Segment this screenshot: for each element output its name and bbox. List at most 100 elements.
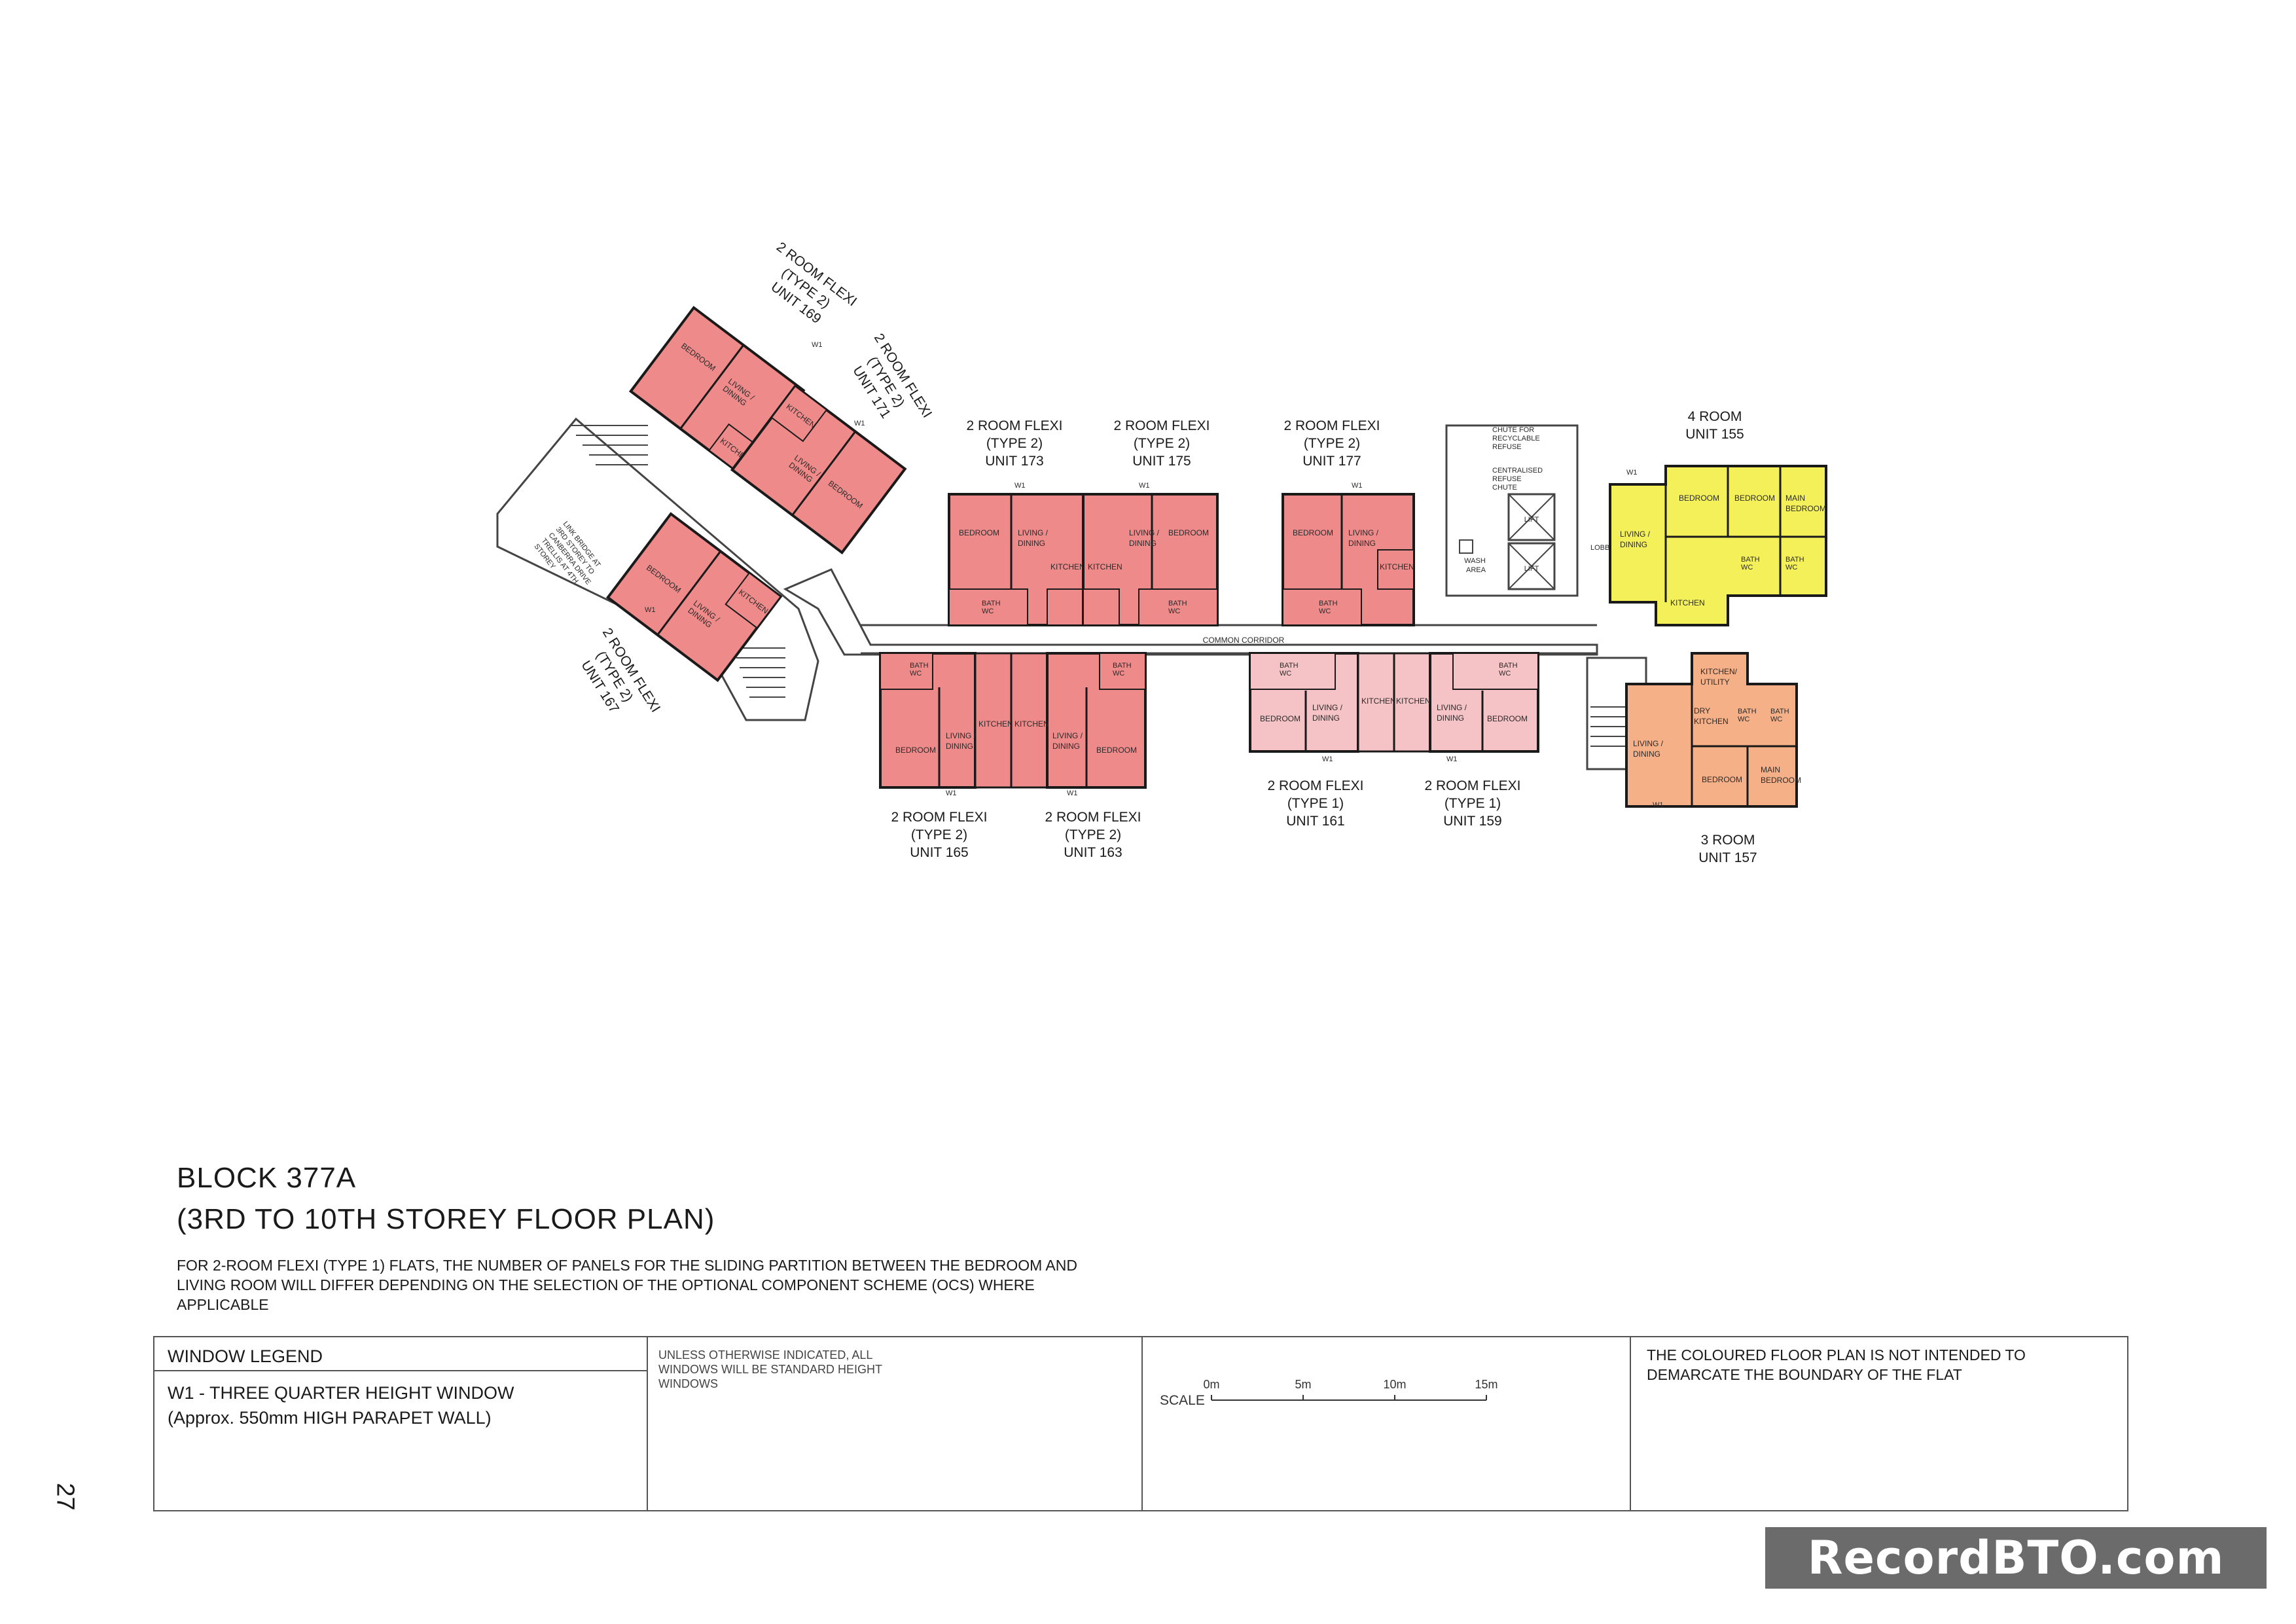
unit-163-label: 2 ROOM FLEXI(TYPE 2)UNIT 163 [1045, 810, 1141, 860]
svg-text:W1: W1 [1067, 789, 1078, 797]
stair-upper [569, 425, 648, 465]
scale-cell: SCALE 0m 5m 10m 15m [1143, 1337, 1631, 1510]
unit-159-label: 2 ROOM FLEXI(TYPE 1)UNIT 159 [1424, 778, 1520, 829]
plan-title: BLOCK 377A [177, 1162, 357, 1194]
unit-177-label: 2 ROOM FLEXI(TYPE 2)UNIT 177 [1283, 418, 1380, 469]
svg-text:BEDROOM: BEDROOM [1260, 714, 1300, 723]
svg-text:W1: W1 [946, 789, 957, 797]
watermark-logo: RecordBTO.com [1765, 1527, 2267, 1589]
svg-text:W1: W1 [1653, 801, 1664, 809]
disclaimer-cell: THE COLOURED FLOOR PLAN IS NOT INTENDED … [1631, 1337, 2126, 1510]
standard-windows-cell: UNLESS OTHERWISE INDICATED, ALL WINDOWS … [648, 1337, 1143, 1510]
svg-text:BEDROOM: BEDROOM [1168, 528, 1209, 537]
svg-text:BEDROOM: BEDROOM [1293, 528, 1333, 537]
unit-173-label: 2 ROOM FLEXI(TYPE 2)UNIT 173 [966, 418, 1062, 469]
svg-text:W1: W1 [1139, 482, 1150, 490]
svg-text:KITCHEN: KITCHEN [1380, 562, 1414, 571]
unit-161-label: 2 ROOM FLEXI(TYPE 1)UNIT 161 [1267, 778, 1363, 829]
lift-core: LIFT LIFT WASH AREA CHUTE FOR RECYCLABLE… [1445, 424, 1615, 597]
svg-text:LIVING /DINING: LIVING /DINING [1633, 739, 1664, 759]
svg-text:W1: W1 [1626, 469, 1638, 477]
svg-text:LIVING /DINING: LIVING /DINING [1312, 703, 1343, 723]
svg-text:KITCHEN/UTILITY: KITCHEN/UTILITY [1700, 667, 1738, 687]
svg-text:W1: W1 [812, 341, 823, 349]
svg-text:KITCHEN: KITCHEN [1050, 562, 1085, 571]
window-legend-cell: WINDOW LEGEND W1 - THREE QUARTER HEIGHT … [154, 1337, 648, 1510]
svg-text:LIVING /DINING: LIVING /DINING [1620, 530, 1651, 549]
lift-label-1: LIFT [1524, 516, 1539, 524]
centralised-chute-label: CENTRALISED REFUSE CHUTE [1492, 467, 1545, 492]
svg-text:KITCHEN: KITCHEN [1014, 719, 1049, 729]
chute-recyclable-label: CHUTE FOR RECYCLABLE REFUSE [1492, 426, 1542, 451]
svg-text:LIVING /DINING: LIVING /DINING [1348, 528, 1379, 548]
scale-tick-10: 10m [1383, 1378, 1406, 1391]
svg-text:W1: W1 [1446, 755, 1458, 763]
svg-text:BEDROOM: BEDROOM [1679, 494, 1719, 503]
scale-bar: SCALE 0m 5m 10m 15m [1160, 1378, 1498, 1408]
svg-text:BEDROOM: BEDROOM [1096, 746, 1137, 755]
scale-label: SCALE [1160, 1393, 1205, 1408]
svg-text:W1: W1 [854, 420, 865, 427]
svg-text:LIVING /DINING: LIVING /DINING [1052, 731, 1083, 751]
page-number: 27 [51, 1483, 79, 1511]
svg-text:BEDROOM: BEDROOM [1487, 714, 1528, 723]
window-tags: W1 W1 W1 W1 W1 W1 W1 W1 W1 W1 W1 W1 [645, 341, 1664, 809]
boundary-disclaimer: THE COLOURED FLOOR PLAN IS NOT INTENDED … [1647, 1346, 2026, 1383]
svg-text:KITCHEN: KITCHEN [1670, 598, 1705, 607]
common-corridor: COMMON CORRIDOR [783, 568, 1598, 656]
unit-171: KITCHEN LIVING /DINING BEDROOM [730, 384, 907, 554]
unit-167: BEDROOM LIVING /DINING KITCHEN [605, 512, 783, 682]
svg-text:W1: W1 [645, 606, 656, 614]
link-bridge-note: LINK BRIDGE AT 3RD STOREY TO CANBERRA DR… [533, 520, 608, 599]
w1-parapet-note: (Approx. 550mm HIGH PARAPET WALL) [168, 1408, 492, 1428]
w1-description: W1 - THREE QUARTER HEIGHT WINDOW [168, 1383, 514, 1403]
wash-area-label: WASH AREA [1464, 557, 1488, 574]
svg-text:BEDROOM: BEDROOM [1734, 494, 1775, 503]
svg-text:LIVING /DINING: LIVING /DINING [1437, 703, 1467, 723]
svg-text:W1: W1 [1322, 755, 1333, 763]
svg-text:BEDROOM: BEDROOM [1702, 775, 1742, 784]
plan-subtitle: (3RD TO 10TH STOREY FLOOR PLAN) [177, 1203, 715, 1235]
svg-text:BEDROOM: BEDROOM [895, 746, 936, 755]
legend-table: WINDOW LEGEND W1 - THREE QUARTER HEIGHT … [153, 1336, 2128, 1511]
scale-tick-5: 5m [1295, 1378, 1311, 1391]
svg-text:LIVING /DINING: LIVING /DINING [1129, 528, 1160, 548]
unit-175-label: 2 ROOM FLEXI(TYPE 2)UNIT 175 [1113, 418, 1210, 469]
unit-169-label: 2 ROOM FLEXI (TYPE 2) UNIT 169 [752, 240, 862, 340]
ocs-note: FOR 2-ROOM FLEXI (TYPE 1) FLATS, THE NUM… [177, 1257, 1077, 1313]
svg-text:KITCHEN: KITCHEN [978, 719, 1013, 729]
standard-windows-note: UNLESS OTHERWISE INDICATED, ALL WINDOWS … [658, 1348, 882, 1390]
unit-165-label: 2 ROOM FLEXI(TYPE 2)UNIT 165 [891, 810, 987, 860]
svg-text:BEDROOM: BEDROOM [959, 528, 999, 537]
lift-label-2: LIFT [1524, 565, 1539, 573]
svg-text:KITCHEN: KITCHEN [1396, 696, 1431, 706]
corridor-label: COMMON CORRIDOR [1203, 636, 1285, 645]
scale-tick-15: 15m [1475, 1378, 1498, 1391]
